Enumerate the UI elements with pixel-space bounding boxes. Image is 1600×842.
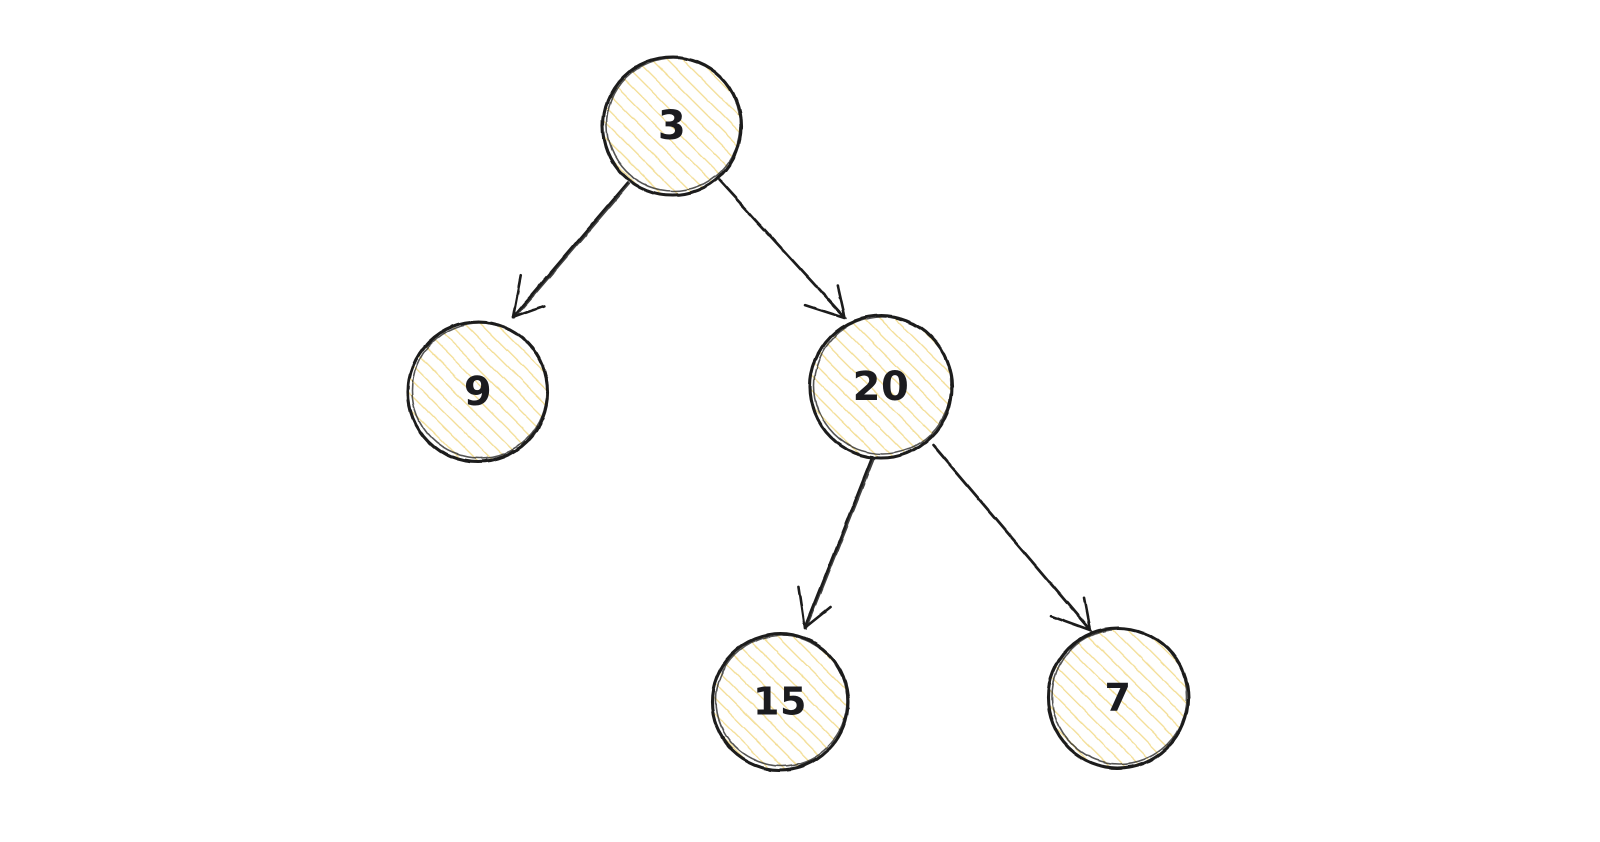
node-circle-fill	[810, 316, 952, 458]
arrowhead-icon	[803, 284, 847, 320]
node-circle-outline-sketch-dup	[411, 322, 548, 459]
node-circle-fill	[1048, 628, 1188, 768]
node-circle-fill	[408, 322, 548, 462]
edge-line-sketch-dup	[933, 445, 1093, 632]
node-circle-fill	[712, 634, 848, 770]
node-circle-outline-sketch-dup	[606, 57, 741, 192]
tree-node-3[interactable]: 3	[601, 55, 743, 197]
edge-20-to-15	[797, 456, 875, 630]
node-label: 9	[464, 369, 492, 415]
node-circle-outline	[1046, 626, 1190, 770]
edge-3-to-9	[511, 180, 631, 319]
edges-layer	[511, 178, 1093, 632]
tree-node-9[interactable]: 9	[406, 320, 550, 464]
arrowhead-icon	[797, 585, 832, 630]
edge-3-to-20	[717, 178, 848, 320]
node-circle-outline-sketch-dup	[1051, 628, 1188, 765]
node-circle-outline-sketch-dup	[813, 316, 952, 455]
edge-line-sketch-dup	[513, 182, 631, 319]
node-circle-outline	[710, 632, 850, 772]
tree-node-7[interactable]: 7	[1046, 626, 1190, 770]
node-label: 20	[853, 364, 910, 410]
node-circle-fill	[603, 57, 741, 195]
node-circle-outline-sketch-dup	[715, 634, 848, 767]
node-label: 7	[1105, 676, 1132, 720]
edge-20-to-7	[931, 443, 1093, 632]
edge-line-sketch-dup	[805, 458, 875, 630]
tree-node-15[interactable]: 15	[710, 632, 850, 772]
edge-line	[803, 456, 874, 630]
arrowhead-icon	[511, 274, 546, 319]
arrowhead-icon	[1049, 596, 1092, 632]
edge-line	[511, 180, 630, 319]
node-label: 15	[753, 680, 807, 724]
node-circle-outline	[808, 314, 954, 460]
node-circle-outline	[406, 320, 550, 464]
tree-node-20[interactable]: 20	[808, 314, 954, 460]
edge-line-sketch-dup	[719, 180, 848, 320]
node-circle-outline	[601, 55, 743, 197]
node-label: 3	[658, 103, 686, 149]
nodes-layer: 3 9 20 15	[406, 55, 1190, 772]
